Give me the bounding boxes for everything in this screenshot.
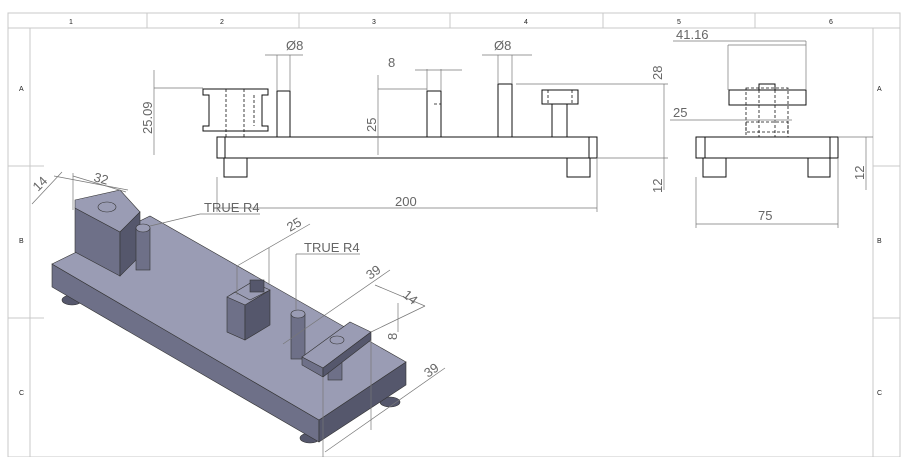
dim-32: 32 xyxy=(92,169,110,187)
dim-39-top: 39 xyxy=(363,262,383,283)
dim-8-width: 8 xyxy=(388,55,395,70)
dim-12-front: 12 xyxy=(650,179,665,193)
zone-col-6: 6 xyxy=(829,19,833,26)
zone-col-4: 4 xyxy=(524,19,528,26)
dim-14-right: 14 xyxy=(400,287,421,308)
dim-25-iso: 25 xyxy=(284,214,304,234)
dim-28: 28 xyxy=(650,66,665,80)
zone-row-c-right: C xyxy=(877,390,882,397)
dim-12-side: 12 xyxy=(852,166,867,180)
true-r4-label-a: TRUE R4 xyxy=(204,200,260,215)
zone-col-1: 1 xyxy=(69,19,73,26)
dim-41-16: 41.16 xyxy=(676,27,709,42)
zone-row-b-right: B xyxy=(877,238,882,245)
dim-75: 75 xyxy=(758,208,772,223)
dim-200: 200 xyxy=(395,194,417,209)
side-view-dimensions: 41.16 25 12 75 xyxy=(670,27,873,228)
dim-25-09: 25.09 xyxy=(140,101,155,134)
dim-dia-8-left: Ø8 xyxy=(286,38,303,53)
zone-col-2: 2 xyxy=(220,19,224,26)
dim-25-front: 25 xyxy=(364,118,379,132)
zone-row-a-right: A xyxy=(877,86,882,93)
sheet-border xyxy=(7,12,901,457)
front-view-dimensions: 25.09 Ø8 25 8 Ø8 28 12 200 xyxy=(140,38,668,212)
dim-25-side: 25 xyxy=(673,105,687,120)
dim-dia-8-right: Ø8 xyxy=(494,38,511,53)
dim-14-top: 14 xyxy=(30,173,51,194)
front-view xyxy=(202,83,598,178)
dim-39-bottom: 39 xyxy=(421,360,441,381)
zone-col-5: 5 xyxy=(677,19,681,26)
dim-8-iso: 8 xyxy=(385,333,400,340)
zone-row-a: A xyxy=(19,86,24,93)
isometric-view xyxy=(51,189,407,444)
true-r4-label-b: TRUE R4 xyxy=(304,240,360,255)
zone-row-c: C xyxy=(19,390,24,397)
zone-row-b: B xyxy=(19,238,24,245)
isometric-dimensions: 14 32 TRUE R4 25 TRUE R4 39 14 8 39 xyxy=(30,169,446,457)
zone-col-3: 3 xyxy=(372,19,376,26)
side-view xyxy=(695,83,839,178)
